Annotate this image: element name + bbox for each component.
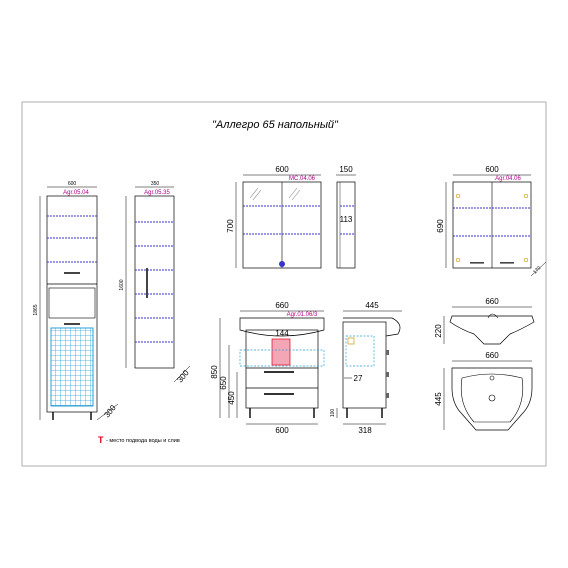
vanity-h-body: 650 (219, 376, 228, 390)
tall-laundry-basket (50, 327, 94, 407)
basin-front-tap (487, 313, 499, 319)
page-title: "Аллегро 65 напольный" (212, 119, 339, 131)
mirror-glare-2 (252, 189, 262, 201)
wall-cabinet-depth: 170 (532, 265, 542, 275)
basin-top-tap-hole (489, 375, 495, 381)
vanity-h-inner: 450 (227, 391, 236, 405)
basin-top: 660 445 (434, 351, 533, 431)
vanity-zone-width: 144 (275, 329, 289, 338)
wall-hinge-2 (523, 193, 529, 199)
tall-cabinet: 600 Agr.05.04 1865 300 (33, 181, 119, 421)
vanity-side-knob-1 (386, 350, 389, 355)
mirror-side-depth: 150 (339, 165, 353, 174)
mirror-glare-1 (249, 187, 259, 199)
wall-hinge-1 (455, 193, 461, 199)
mirror-socket (279, 261, 285, 267)
vanity-basin-outline (239, 317, 325, 337)
wall-cabinet-article: Agr.04.06 (495, 176, 521, 182)
vanity-side-dashed (345, 335, 375, 367)
basin-top-bowl (460, 373, 524, 423)
mirror-side-view (336, 181, 356, 269)
vanity-side-knob-2 (386, 372, 389, 377)
narrow-depth-line (173, 365, 191, 383)
vanity-front: 660 Agr.01.06/3 144 600 850 650 450 (210, 301, 325, 435)
tall-handle (64, 272, 80, 274)
narrow-cabinet-article: Agr.05.35 (144, 190, 170, 196)
narrow-cabinet-height: 1600 (119, 279, 125, 290)
basin-top-drain (488, 394, 496, 402)
mirror-cabinet-article: MC.04.06 (289, 176, 316, 182)
wall-cabinet-width: 600 (485, 165, 499, 174)
mirror-glare-3 (288, 187, 298, 199)
vanity-handle-2 (264, 393, 294, 395)
basin-front: 660 220 (434, 297, 535, 345)
legend: T - место подвода воды и слив (98, 435, 180, 445)
vanity-side-bottom: 318 (358, 426, 372, 435)
basin-top-width: 660 (485, 351, 499, 360)
vanity-handle-1 (264, 371, 294, 373)
narrow-cabinet-width: 350 (151, 181, 160, 187)
basin-front-height: 220 (434, 324, 443, 338)
wall-hinge-4 (523, 257, 529, 263)
vanity-body (245, 329, 319, 409)
tall-handle-2 (64, 323, 80, 325)
wall-depth-line (530, 261, 547, 277)
sheet-frame (21, 101, 547, 467)
vanity-water-zone (271, 338, 291, 366)
tall-cabinet-article: Agr.05.04 (63, 190, 89, 196)
vanity-side-top (343, 317, 401, 337)
tall-depth-line (96, 403, 119, 421)
vanity-side-depth: 445 (365, 301, 379, 310)
vanity-h-total: 850 (210, 365, 219, 379)
basin-front-outline (449, 315, 535, 345)
mirror-cabinet-width: 600 (275, 165, 289, 174)
wall-handle-right (500, 262, 514, 264)
mirror-cabinet-height: 700 (226, 219, 235, 233)
wall-cabinet: 600 Agr.04.06 690 170 (436, 165, 547, 277)
vanity-side: 445 27 100 318 (330, 301, 402, 435)
mirror-cabinet: 600 MC.04.06 700 150 113 (226, 165, 356, 269)
tall-cabinet-height: 1865 (33, 304, 39, 315)
tall-open-niche (48, 287, 96, 319)
vanity-top-width: 660 (275, 301, 289, 310)
wall-handle-left (470, 262, 484, 264)
vanity-bottom-width: 600 (275, 426, 289, 435)
narrow-handle (146, 268, 148, 298)
wall-hinge-3 (455, 257, 461, 263)
tall-cabinet-width: 600 (68, 181, 77, 187)
vanity-side-pipe (347, 337, 355, 345)
mirror-glare-4 (291, 189, 301, 201)
narrow-cabinet-depth: 300 (175, 368, 191, 384)
water-supply-mark: T (98, 435, 104, 445)
basin-top-outline (451, 367, 533, 431)
narrow-cabinet-body (134, 195, 175, 369)
vanity-dashed-zone (239, 349, 325, 367)
vanity-side-mark: 27 (354, 374, 363, 383)
vanity-article: Agr.01.06/3 (287, 312, 318, 318)
basin-front-width: 660 (485, 297, 499, 306)
mirror-side-inner-dim: 113 (340, 215, 353, 224)
vanity-side-knob-3 (386, 393, 389, 398)
legend-text: - место подвода воды и слив (106, 438, 180, 444)
narrow-cabinet: 350 Agr.05.35 1600 300 (119, 181, 191, 384)
basin-top-depth: 445 (434, 392, 443, 406)
tall-cabinet-body (46, 195, 98, 413)
wall-cabinet-height: 690 (436, 219, 445, 233)
vanity-side-body (342, 321, 387, 409)
vanity-leg-height: 100 (330, 409, 336, 418)
